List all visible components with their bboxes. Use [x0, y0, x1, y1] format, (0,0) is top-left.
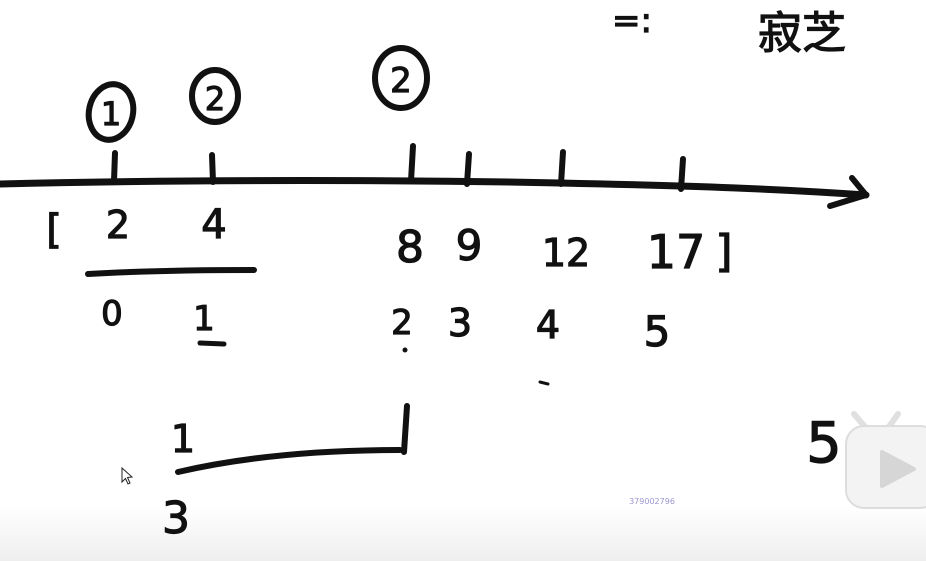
tick-value: 12 [542, 231, 590, 275]
index-label: 3 [448, 301, 472, 345]
index-label: 0 [101, 294, 123, 334]
circled-markers: 1 2 2 [85, 45, 430, 143]
lower-bracket-stroke [175, 447, 403, 475]
tick-marks [111, 143, 686, 192]
index-label: 5 [644, 307, 671, 356]
index-row: 0 1 2 3 4 5 [101, 293, 671, 356]
circled-label: 1 [101, 95, 121, 133]
circled-label: 2 [390, 61, 412, 101]
arrow-head-icon [827, 175, 869, 209]
lower-top-number: 1 [171, 417, 195, 461]
circled-marker-1: 1 [85, 81, 137, 143]
circle-outline [85, 81, 137, 143]
lower-bottom-number: 3 [162, 493, 190, 544]
tick-value: 17 [647, 225, 706, 279]
number-line [0, 143, 870, 209]
circled-label: 2 [205, 80, 225, 118]
top-note-word: 寂芝 [758, 8, 846, 59]
tick-mark [408, 143, 416, 184]
number-line-axis [0, 177, 870, 199]
tick-mark [111, 150, 118, 184]
tick-value: 4 [201, 202, 226, 248]
tick-value: 9 [456, 221, 483, 270]
circled-marker-2: 2 [189, 67, 241, 125]
tick-mark [464, 151, 472, 187]
tick-value: 2 [106, 203, 130, 247]
circled-marker-3: 2 [372, 45, 430, 111]
ink-dot [402, 347, 408, 353]
stray-mark [538, 380, 550, 386]
play-icon [880, 450, 916, 488]
tick-mark [558, 149, 566, 187]
mouse-cursor-icon [121, 466, 134, 485]
index-label: 2 [391, 303, 413, 343]
circle-outline [372, 45, 430, 111]
lower-sketch: 1 3 [161, 380, 550, 545]
top-note: =: 寂芝 [611, 0, 846, 59]
index-label: 1 [193, 299, 215, 339]
lower-bracket-stroke [401, 403, 410, 455]
tick-mark [678, 156, 686, 192]
play-button[interactable] [845, 411, 926, 509]
right-number: 5 [806, 411, 842, 476]
index-label: 4 [536, 303, 560, 347]
watermark-text: 379002796 [629, 497, 675, 506]
underline-stroke [85, 267, 257, 277]
bracket-open: [ [46, 207, 62, 253]
tick-mark [209, 152, 216, 185]
circle-outline [189, 67, 241, 125]
bottom-fade [0, 506, 926, 561]
bracket-close: ] [715, 226, 732, 277]
index-underline [197, 340, 227, 347]
tick-values: [ 2 4 8 9 12 17 ] [46, 201, 734, 279]
top-note-label: =: [612, 1, 652, 41]
tick-value: 8 [396, 222, 424, 273]
